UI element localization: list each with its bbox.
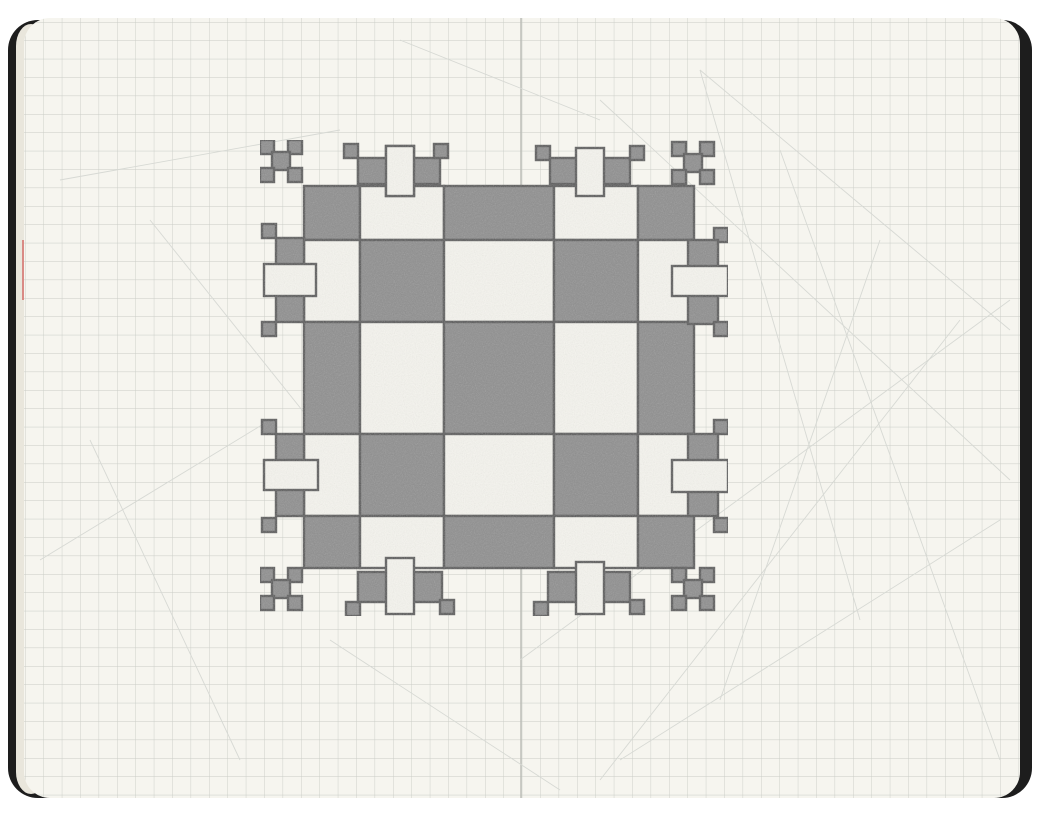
guide-line	[699, 69, 1011, 331]
shaded-cell	[358, 432, 446, 518]
small-square	[260, 320, 278, 338]
blank-cell	[442, 238, 556, 324]
small-square	[438, 598, 456, 616]
small-square	[258, 566, 276, 584]
notch-square	[670, 264, 730, 298]
small-square	[712, 516, 730, 534]
small-square	[534, 144, 552, 162]
notch-square	[574, 146, 606, 198]
guide-line	[619, 519, 1001, 761]
small-square	[682, 578, 704, 600]
small-square	[670, 140, 688, 158]
small-square	[260, 222, 278, 240]
blank-cell	[358, 320, 446, 436]
construction-guides	[39, 39, 1011, 791]
small-square	[628, 144, 646, 162]
guide-line	[329, 639, 561, 791]
shaded-cell	[442, 320, 556, 436]
shaded-cell	[552, 238, 640, 324]
small-square	[344, 600, 362, 618]
notch-square	[384, 144, 416, 198]
blank-cell	[442, 432, 556, 518]
blank-cell	[552, 514, 640, 570]
shaded-cell	[442, 184, 556, 242]
shaded-cell	[442, 514, 556, 570]
fractal-carpet	[258, 138, 730, 618]
guide-line	[699, 69, 861, 621]
small-square	[258, 138, 276, 156]
small-square	[682, 152, 704, 174]
shaded-cell	[302, 514, 362, 570]
small-square	[628, 598, 646, 616]
small-square	[286, 138, 304, 156]
small-square	[712, 226, 730, 244]
shaded-cell	[552, 432, 640, 518]
shaded-cell	[636, 184, 696, 242]
notch-square	[670, 458, 730, 494]
shaded-cell	[302, 184, 362, 242]
shaded-cell	[636, 320, 696, 436]
blank-cell	[552, 320, 640, 436]
shaded-cell	[358, 238, 446, 324]
small-square	[270, 578, 292, 600]
guide-line	[399, 39, 601, 121]
small-square	[698, 594, 716, 612]
notch-square	[574, 560, 606, 616]
small-square	[698, 566, 716, 584]
small-square	[670, 566, 688, 584]
small-square	[698, 140, 716, 158]
guide-line	[779, 149, 1001, 761]
small-square	[712, 418, 730, 436]
small-square	[260, 516, 278, 534]
small-square	[270, 150, 292, 172]
notch-square	[384, 556, 416, 616]
small-square	[532, 600, 550, 618]
small-square	[286, 166, 304, 184]
guide-line	[89, 439, 241, 761]
small-square	[342, 142, 360, 160]
shaded-cell	[302, 320, 362, 436]
notch-square	[262, 262, 318, 298]
small-square	[670, 168, 688, 186]
guide-line	[599, 99, 1011, 481]
small-square	[258, 594, 276, 612]
small-square	[260, 418, 278, 436]
small-square	[286, 566, 304, 584]
guide-line	[39, 419, 271, 561]
notch-square	[262, 458, 320, 492]
guide-line	[719, 239, 881, 701]
small-square	[258, 166, 276, 184]
small-square	[432, 142, 450, 160]
guide-line	[59, 129, 341, 181]
small-square	[712, 320, 730, 338]
small-square	[286, 594, 304, 612]
small-square	[670, 594, 688, 612]
guide-line	[599, 319, 961, 781]
small-square	[698, 168, 716, 186]
guide-line	[149, 219, 311, 421]
shaded-cell	[636, 514, 696, 570]
